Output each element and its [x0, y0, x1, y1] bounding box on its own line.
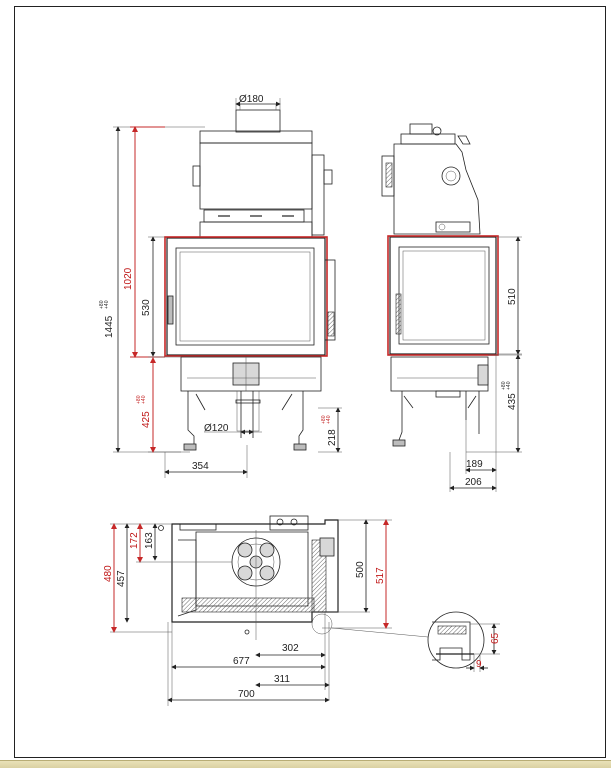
drawing-frame: [14, 6, 606, 758]
dim-flue-diameter: Ø180: [239, 94, 264, 105]
door-handle: [167, 295, 174, 325]
side-flue-collar: [409, 123, 433, 135]
dim-leg-offset: 354: [192, 461, 209, 472]
dim-leg-height: 425: [141, 411, 152, 428]
firebox-body: [166, 237, 326, 356]
door-frame-red: [164, 236, 328, 357]
dim-top-width-700: 700: [238, 689, 255, 700]
dim-body-height: 1020: [123, 267, 134, 290]
top-plate: [199, 130, 313, 144]
detail-circle: [427, 611, 485, 669]
dim-door-height: 530: [141, 299, 152, 316]
upper-casing: [199, 142, 313, 210]
dim-side-leg-height: 435: [507, 393, 518, 410]
front-right-leg: [298, 391, 304, 444]
dim-top-172: 172: [129, 532, 140, 549]
dim-air-inlet-tol-bottom: +40: [326, 415, 332, 424]
side-upper-casing: [393, 143, 481, 235]
side-door-frame-red: [387, 235, 499, 356]
dim-side-offset-outer: 206: [465, 477, 482, 488]
dim-side-door-height: 510: [507, 288, 518, 305]
side-base: [390, 356, 489, 392]
top-glass-front: [181, 597, 315, 613]
front-view: 1445 +80 +40 1020 530 425 +80 +40 Ø180: [99, 94, 342, 478]
dim-top-half-311: 311: [274, 674, 290, 685]
side-spigot: [441, 166, 461, 186]
dim-side-offset-inner: 189: [466, 459, 483, 470]
top-firebox: [195, 531, 309, 607]
detail-view: 65 9: [427, 611, 501, 672]
dim-top-depth-inner: 457: [116, 570, 127, 587]
dim-leg-height-tol-top: +80: [136, 395, 142, 404]
side-view: 510 435 +80 +40 189 206: [381, 123, 522, 492]
detail-callout-circle: [311, 613, 333, 635]
dim-detail-65: 65: [490, 632, 501, 644]
flue-collar: [235, 109, 281, 133]
dim-total-height-tol-bottom: +40: [104, 300, 110, 309]
dim-top-163: 163: [144, 532, 155, 549]
dim-air-inlet-tol-top: +80: [321, 415, 327, 424]
front-left-leg: [187, 391, 195, 444]
dim-top-side-depth-500: 500: [355, 561, 366, 578]
glass-window: [175, 247, 315, 346]
dim-top-depth-outer: 480: [103, 565, 114, 582]
page-bottom-band: [0, 760, 611, 768]
top-view: 480 457 172 163 500 517 302: [103, 515, 429, 706]
dim-air-inlet-diameter: Ø120: [204, 423, 229, 434]
dim-side-leg-tol-bottom: +40: [506, 381, 512, 390]
dim-top-half-302: 302: [282, 643, 299, 654]
dim-detail-9: 9: [476, 659, 482, 670]
dim-side-leg-tol-top: +80: [501, 381, 507, 390]
dim-total-height-tol-top: +80: [99, 300, 105, 309]
dim-top-side-depth-517: 517: [375, 567, 386, 584]
dim-air-inlet-height: 218: [327, 429, 338, 446]
side-body: [389, 236, 497, 355]
dim-top-width-677: 677: [233, 656, 250, 667]
dim-total-height: 1445: [104, 315, 115, 338]
dim-leg-height-tol-bottom: +40: [141, 395, 147, 404]
